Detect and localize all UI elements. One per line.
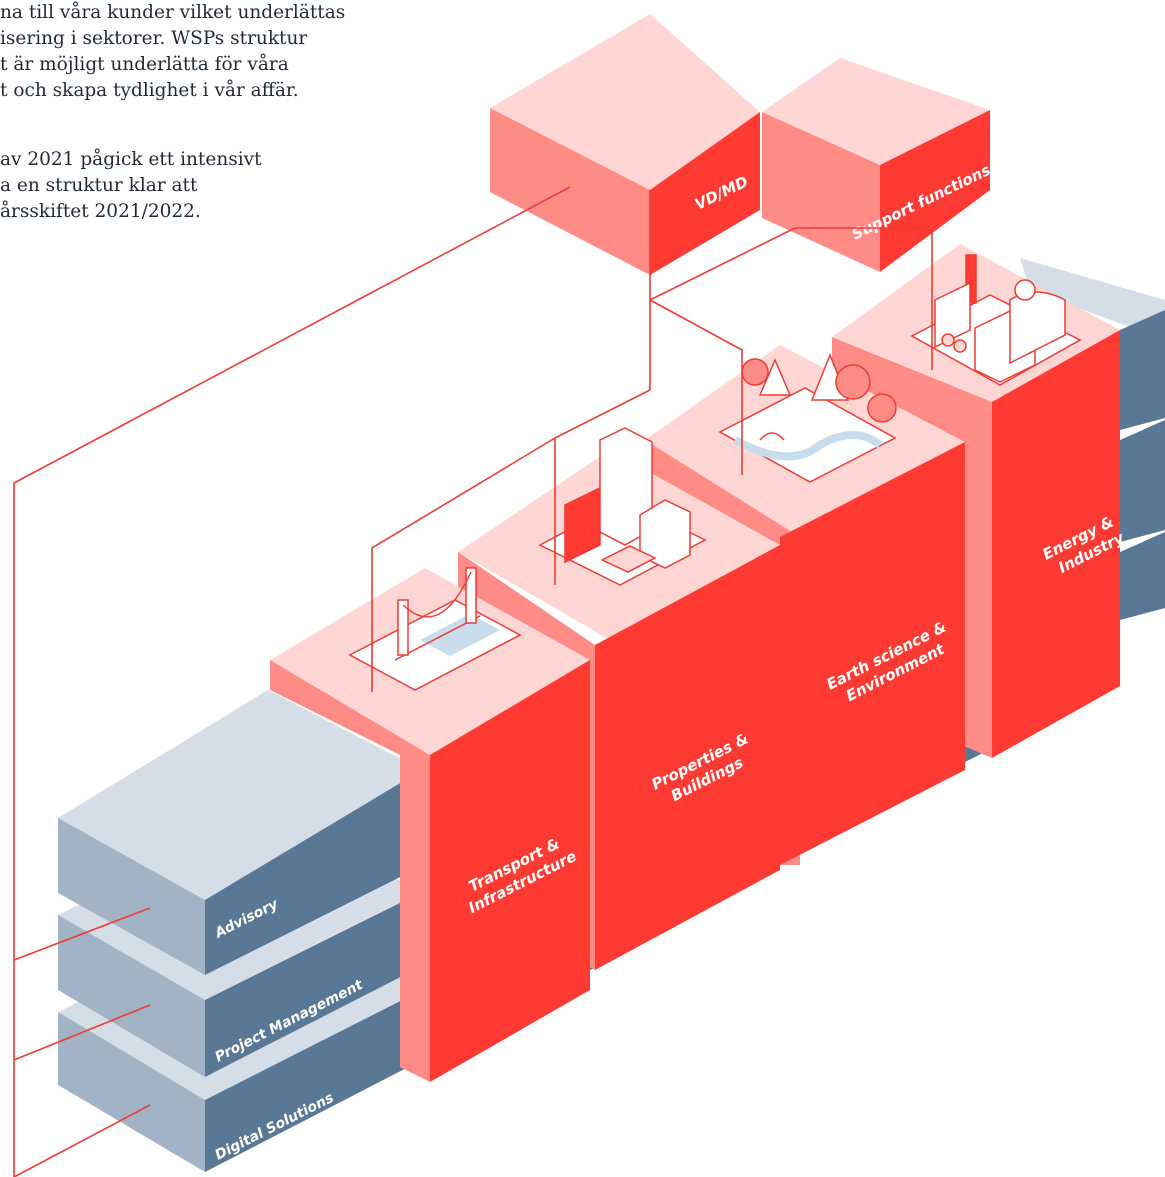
ceo-face xyxy=(650,112,760,275)
energy-industry-face xyxy=(992,330,1120,758)
intro-line: isering i sektorer. WSPs struktur xyxy=(0,28,308,49)
connector-line xyxy=(13,1104,151,1177)
connector-line xyxy=(371,437,556,692)
transport-infrastructure-face xyxy=(430,660,590,1082)
intro-line: årsskiftet 2021/2022. xyxy=(0,201,201,222)
service-bars: Digital Solutions Project Management Adv… xyxy=(58,690,422,1172)
support-functions-block: Support functions xyxy=(762,58,993,272)
intro-paragraph-2: av 2021 pågick ett intensivt a en strukt… xyxy=(0,147,262,225)
properties-buildings-face xyxy=(595,545,780,970)
intro-line: na till våra kunder vilket underlättas xyxy=(0,2,346,23)
digital-solutions-face xyxy=(205,990,422,1172)
intro-line: a en struktur klar att xyxy=(0,175,198,196)
advisory-face xyxy=(205,770,422,975)
connector-line xyxy=(795,227,933,370)
intro-paragraph-1: na till våra kunder vilket underlättas i… xyxy=(0,0,345,104)
connector-lines xyxy=(13,186,933,1177)
connector-line xyxy=(13,907,151,961)
buildings-icon xyxy=(538,427,707,586)
connector-line xyxy=(13,1004,151,1061)
support-functions-face xyxy=(880,110,990,272)
earth-science-face xyxy=(780,442,965,865)
intro-line: av 2021 pågick ett intensivt xyxy=(0,149,262,170)
factory-icon xyxy=(910,254,1082,386)
sector-transport-infrastructure: Transport & Infrastructure xyxy=(270,568,590,1082)
intro-line: t och skapa tydlighet i vår affär. xyxy=(0,80,299,101)
ceo-block: VD/MD xyxy=(490,14,760,275)
park-trees-icon xyxy=(718,352,897,483)
intro-line: t är möjligt underlätta för våra xyxy=(0,54,289,75)
connector-line xyxy=(13,186,571,1177)
connector-line xyxy=(649,299,743,475)
bridge-icon xyxy=(348,567,522,691)
connector-line xyxy=(649,227,796,301)
project-management-face xyxy=(205,892,422,1077)
service-advisory: Advisory xyxy=(58,690,422,975)
